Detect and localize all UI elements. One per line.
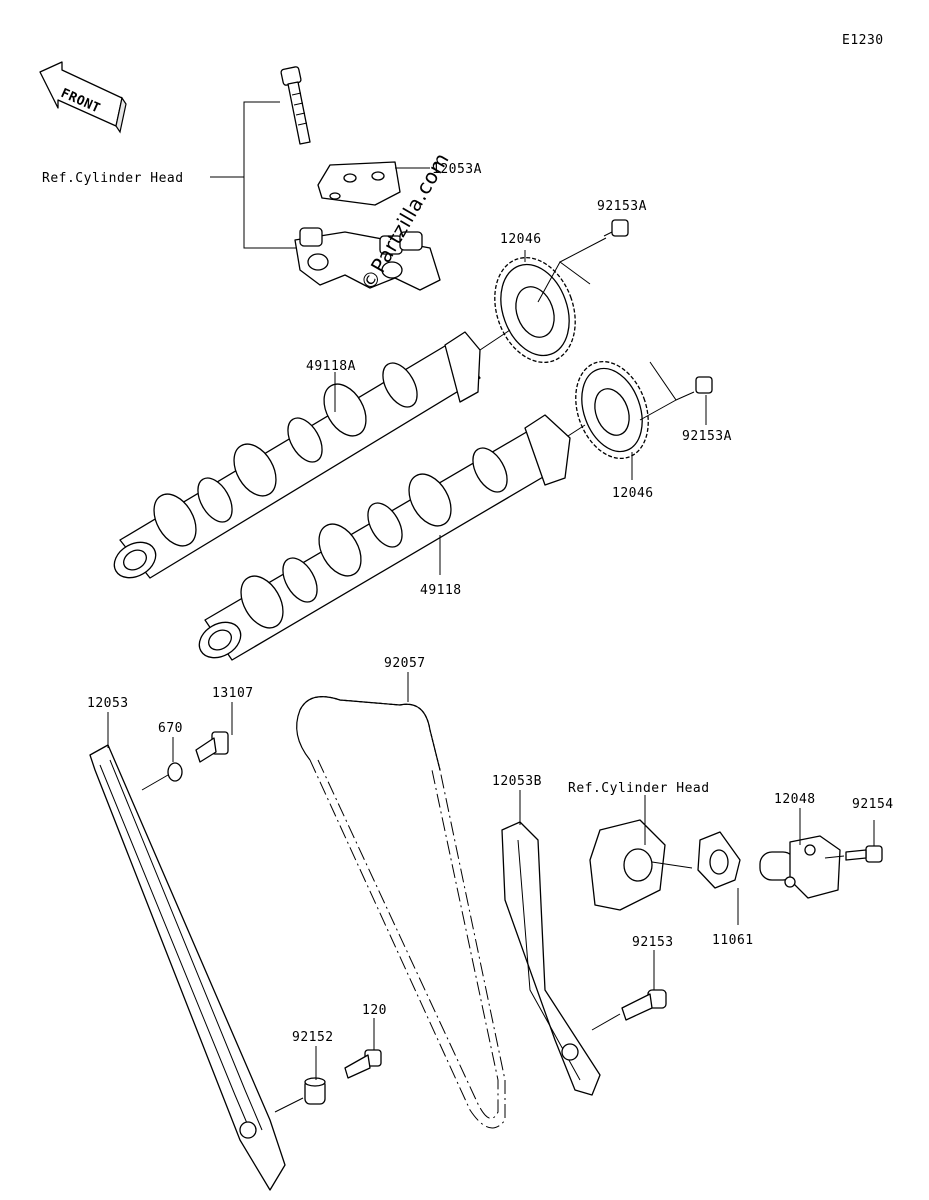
label-12046-bottom: 12046 bbox=[612, 486, 654, 501]
chain-tensioner-guide-12053B bbox=[501, 821, 601, 1096]
label-92154: 92154 bbox=[852, 797, 894, 812]
label-12053: 12053 bbox=[87, 696, 129, 711]
label-49118: 49118 bbox=[420, 583, 462, 598]
label-12053A: 12053A bbox=[432, 162, 482, 177]
label-ref-cylinder-head-bottom: Ref.Cylinder Head bbox=[568, 781, 710, 796]
label-12053B: 12053B bbox=[492, 774, 542, 789]
label-92152: 92152 bbox=[292, 1030, 334, 1045]
chain-guide-12053 bbox=[89, 744, 286, 1191]
label-670: 670 bbox=[158, 721, 183, 736]
label-12048: 12048 bbox=[774, 792, 816, 807]
label-92153A-right: 92153A bbox=[682, 429, 732, 444]
label-ref-cylinder-head-top: Ref.Cylinder Head bbox=[42, 171, 184, 186]
label-92057: 92057 bbox=[384, 656, 426, 671]
sprocket-bolt-upper bbox=[603, 219, 629, 237]
tensioner-gasket-11061 bbox=[697, 831, 741, 889]
cam-sprocket-lower bbox=[575, 360, 649, 460]
camshaft-49118A bbox=[113, 331, 481, 579]
front-arrow-icon: FRONT bbox=[39, 61, 127, 134]
label-13107: 13107 bbox=[212, 686, 254, 701]
bolt-120 bbox=[344, 1049, 382, 1079]
label-92153A-top: 92153A bbox=[597, 199, 647, 214]
camshaft-49118 bbox=[198, 414, 571, 661]
diagram-code: E1230 bbox=[842, 33, 884, 48]
camshaft-cap-holder bbox=[294, 227, 441, 291]
cam-sprocket-upper bbox=[494, 256, 576, 364]
guide-bolt-92153 bbox=[621, 989, 667, 1021]
label-92153: 92153 bbox=[632, 935, 674, 950]
cam-cap-bolt bbox=[280, 66, 311, 145]
label-49118A: 49118A bbox=[306, 359, 356, 374]
guide-pin-13107 bbox=[195, 731, 229, 763]
washer-670 bbox=[167, 762, 183, 782]
chain-guide-12053A bbox=[317, 161, 401, 206]
sprocket-bolt-lower bbox=[695, 376, 713, 394]
chain-tensioner-12048 bbox=[759, 835, 841, 899]
collar-92152 bbox=[304, 1077, 326, 1105]
cylinder-head-section bbox=[589, 819, 666, 911]
label-11061: 11061 bbox=[712, 933, 754, 948]
timing-chain bbox=[296, 696, 506, 1129]
ref-bracket-top bbox=[243, 101, 300, 249]
label-12046-top: 12046 bbox=[500, 232, 542, 247]
tensioner-bolt-92154 bbox=[845, 845, 883, 863]
label-120: 120 bbox=[362, 1003, 387, 1018]
